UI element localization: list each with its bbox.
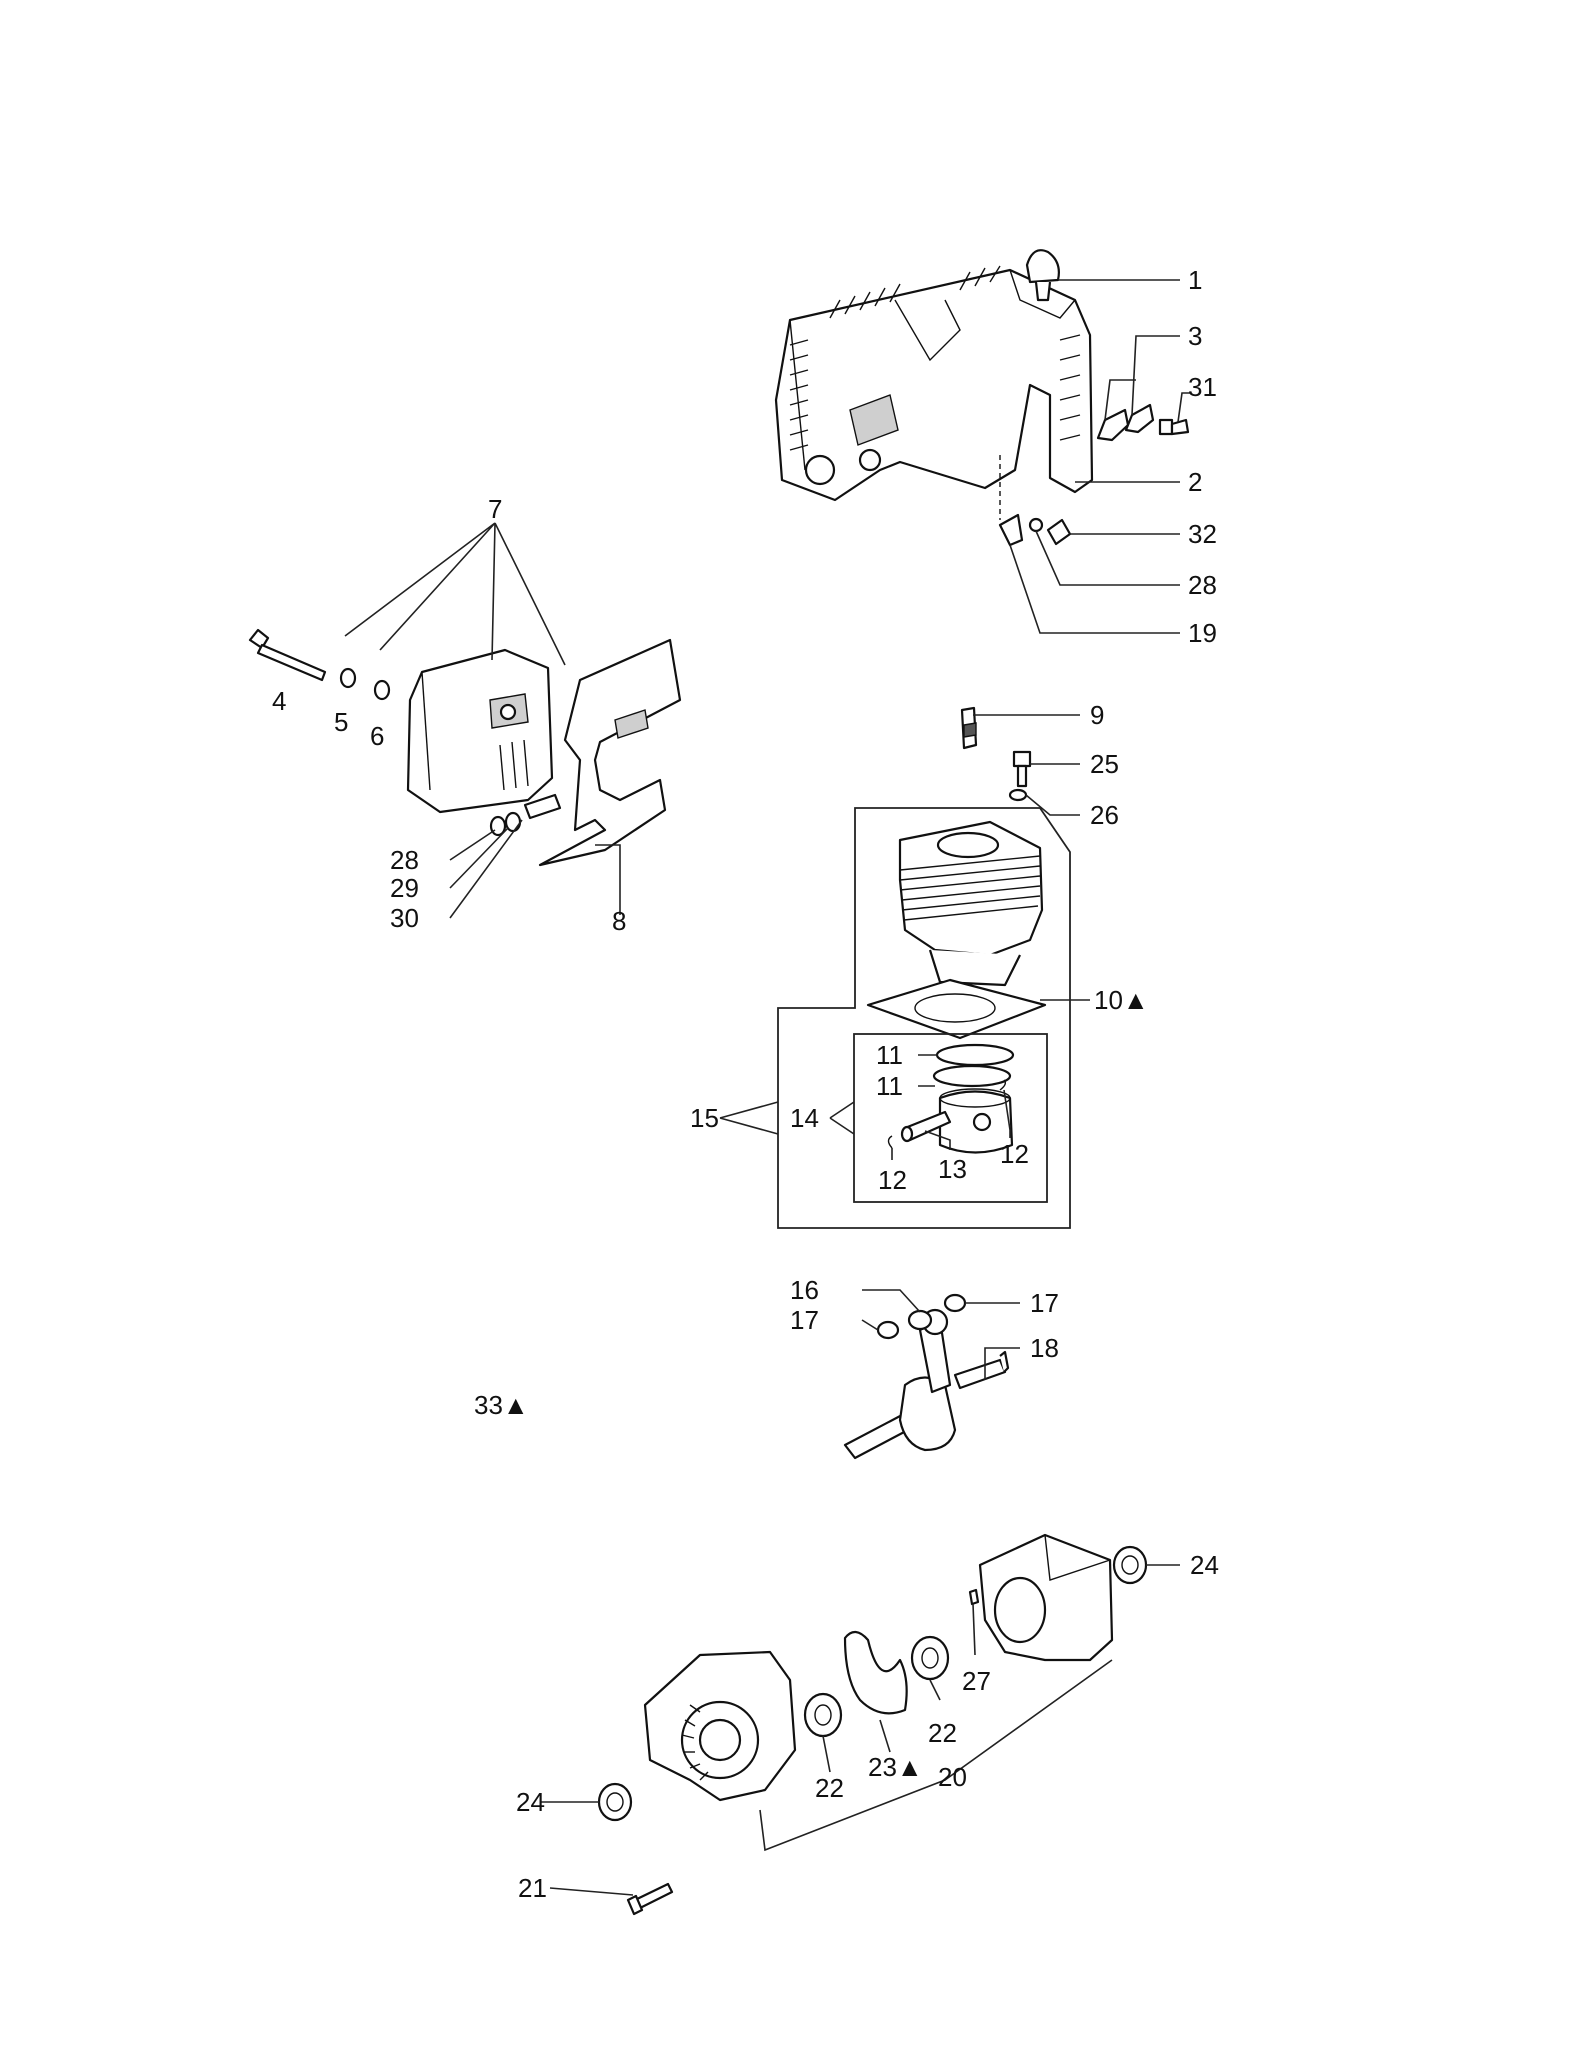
label-21: 21 [518,1873,547,1903]
label-5: 5 [334,707,348,737]
label-32: 32 [1188,519,1217,549]
label-31: 31 [1188,372,1217,402]
spark-plug-part [960,706,978,750]
label-33: 33▲ [474,1390,529,1420]
piston-pin-part [900,1110,952,1143]
label-15: 15 [690,1103,719,1133]
label-22-left: 22 [815,1773,844,1803]
label-4: 4 [272,686,286,716]
label-30: 30 [390,903,419,933]
label-9: 9 [1090,700,1104,730]
bracket-part [998,455,1072,547]
muffler-part [406,648,554,814]
label-25: 25 [1090,749,1119,779]
circlip-part [887,1079,1007,1149]
piston-part [938,1088,1014,1154]
label-6: 6 [370,721,384,751]
label-19: 19 [1188,618,1217,648]
label-14: 14 [790,1103,819,1133]
fastener-part [489,793,562,837]
piston-kit-frame [853,1033,1048,1203]
label-24-right: 24 [1190,1550,1219,1580]
label-29: 29 [390,873,419,903]
piston-ring-part [932,1043,1015,1088]
cap-screw-part [1008,750,1032,802]
label-26: 26 [1090,800,1119,830]
dowel-pin-part [968,1588,980,1606]
clip-part [1096,403,1155,442]
label-28-muffler: 28 [390,845,419,875]
label-17-right: 17 [1030,1288,1059,1318]
crankcase-gasket-part [843,1630,908,1715]
washer-part [339,667,391,701]
bearing-part [803,1635,950,1738]
label-1: 1 [1188,265,1202,295]
crankcase-screw-part [626,1882,674,1916]
label-12-left: 12 [878,1165,907,1195]
oil-seal-part [597,1545,1148,1822]
label-10: 10▲ [1094,985,1149,1015]
screw-part [1158,418,1190,436]
label-8: 8 [612,906,626,936]
gasket-part [866,978,1047,1040]
heat-shield-part [538,638,682,867]
cylinder-part [898,820,1044,987]
label-2: 2 [1188,467,1202,497]
label-11-top: 11 [876,1040,903,1070]
crankcase-other-half-part [978,1533,1114,1662]
label-28: 28 [1188,570,1217,600]
label-3: 3 [1188,321,1202,351]
label-13: 13 [938,1154,967,1184]
label-23: 23▲ [868,1752,923,1782]
label-20: 20 [938,1762,967,1792]
cylinder-kit-frame [777,807,1071,1229]
label-24-left: 24 [516,1787,545,1817]
crankcase-half-part [643,1650,797,1802]
label-12-right: 12 [1000,1139,1029,1169]
engine-cover-part [774,265,1094,502]
label-16: 16 [790,1275,819,1305]
leader-lines [344,279,1190,1896]
crankshaft-part [843,1308,1010,1460]
label-7: 7 [488,494,502,524]
primer-knob-part [1025,249,1060,302]
label-27: 27 [962,1666,991,1696]
label-22-right: 22 [928,1718,957,1748]
label-18: 18 [1030,1333,1059,1363]
long-bolt-part [248,628,327,682]
label-17-left: 17 [790,1305,819,1335]
label-11-bottom: 11 [876,1071,903,1101]
